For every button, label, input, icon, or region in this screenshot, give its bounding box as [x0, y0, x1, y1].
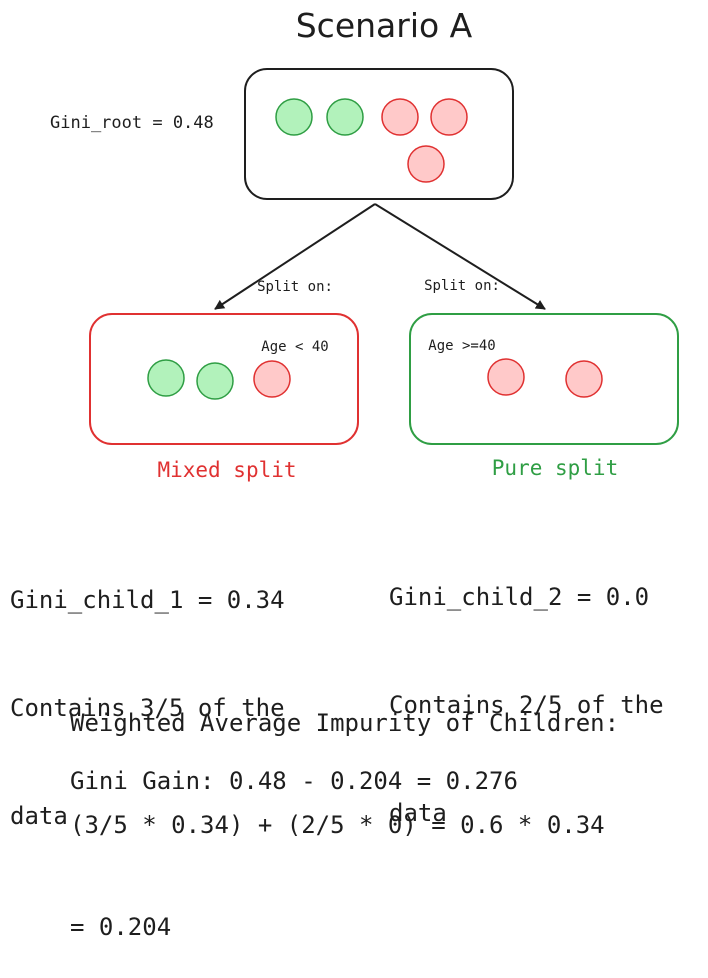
diagram-title: Scenario A: [295, 6, 473, 45]
red-sample-circle: [253, 360, 291, 398]
left-edge-label: Split on: Age < 40: [240, 237, 350, 377]
mixed-split-label: Mixed split: [157, 458, 297, 482]
root-samples: [275, 98, 468, 183]
decision-tree-diagram: [89, 68, 679, 445]
right-child-gini: Gini_child_2 = 0.0: [389, 583, 650, 611]
green-sample-circle: [275, 98, 313, 136]
weighted-average-formula: Weighted Average Impurity of Children: (…: [70, 638, 619, 978]
weighted-line-2: (3/5 * 0.34) + (2/5 * 0) = 0.6 * 0.34: [70, 811, 605, 839]
right-edge-label: Split on: Age >=40: [407, 236, 517, 376]
gini-gain-formula: Gini Gain: 0.48 - 0.204 = 0.276: [70, 767, 518, 795]
gini-root-label: Gini_root = 0.48: [50, 113, 214, 133]
weighted-line-1: Weighted Average Impurity of Children:: [70, 709, 620, 737]
right-child-share: Contains 2/5 of the: [389, 691, 664, 719]
green-sample-circle: [196, 362, 234, 400]
left-edge-label-line1: Split on:: [257, 279, 333, 295]
green-sample-circle: [326, 98, 364, 136]
red-sample-circle: [487, 358, 525, 396]
left-child-gini: Gini_child_1 = 0.34: [10, 586, 285, 614]
red-sample-circle: [407, 145, 445, 183]
green-sample-circle: [147, 359, 185, 397]
right-child-samples: [487, 358, 603, 398]
right-split-arrow: [374, 203, 546, 310]
red-sample-circle: [430, 98, 468, 136]
red-sample-circle: [565, 360, 603, 398]
pure-split-label: Pure split: [491, 456, 619, 480]
weighted-line-3: = 0.204: [70, 913, 172, 941]
root-node-box: [244, 68, 514, 200]
red-sample-circle: [381, 98, 419, 136]
left-child-share: Contains 3/5 of the: [10, 694, 285, 722]
left-split-arrow: [214, 203, 376, 310]
right-edge-label-line2: Age >=40: [428, 338, 496, 354]
right-child-node-box: [409, 313, 679, 445]
right-edge-label-line1: Split on:: [424, 278, 500, 294]
left-edge-label-line2: Age < 40: [261, 339, 329, 355]
left-child-samples: [147, 359, 291, 400]
